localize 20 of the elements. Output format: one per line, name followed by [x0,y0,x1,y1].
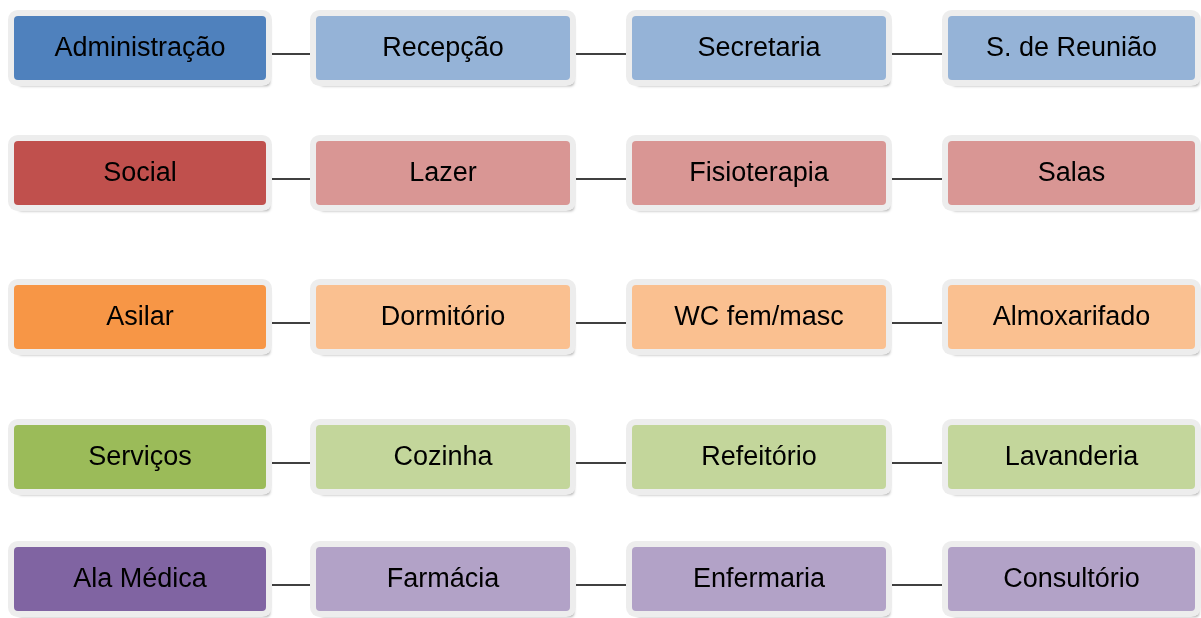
box-label: Cozinha [393,440,493,474]
box-label: Social [103,156,177,190]
box-label: WC fem/masc [674,300,844,334]
box-label: S. de Reunião [985,31,1158,65]
box-label: Serviços [88,440,192,474]
box-label: Fisioterapia [689,156,829,190]
box-label: Dormitório [380,300,506,334]
box-label: Ala Médica [73,562,207,596]
box-label: Farmácia [386,562,500,596]
box-label: Almoxarifado [992,300,1151,334]
box-label: Recepção [382,31,504,65]
box-label: Refeitório [701,440,817,474]
box-label: Lazer [409,156,477,190]
box-label: Secretaria [697,31,821,65]
box-label: Lavanderia [1004,440,1139,474]
box-label: Administração [54,31,226,65]
box-label: Consultório [1003,562,1140,596]
box-label: Asilar [106,300,174,334]
box-label: Salas [1037,156,1106,190]
box-label: Enfermaria [692,562,825,596]
